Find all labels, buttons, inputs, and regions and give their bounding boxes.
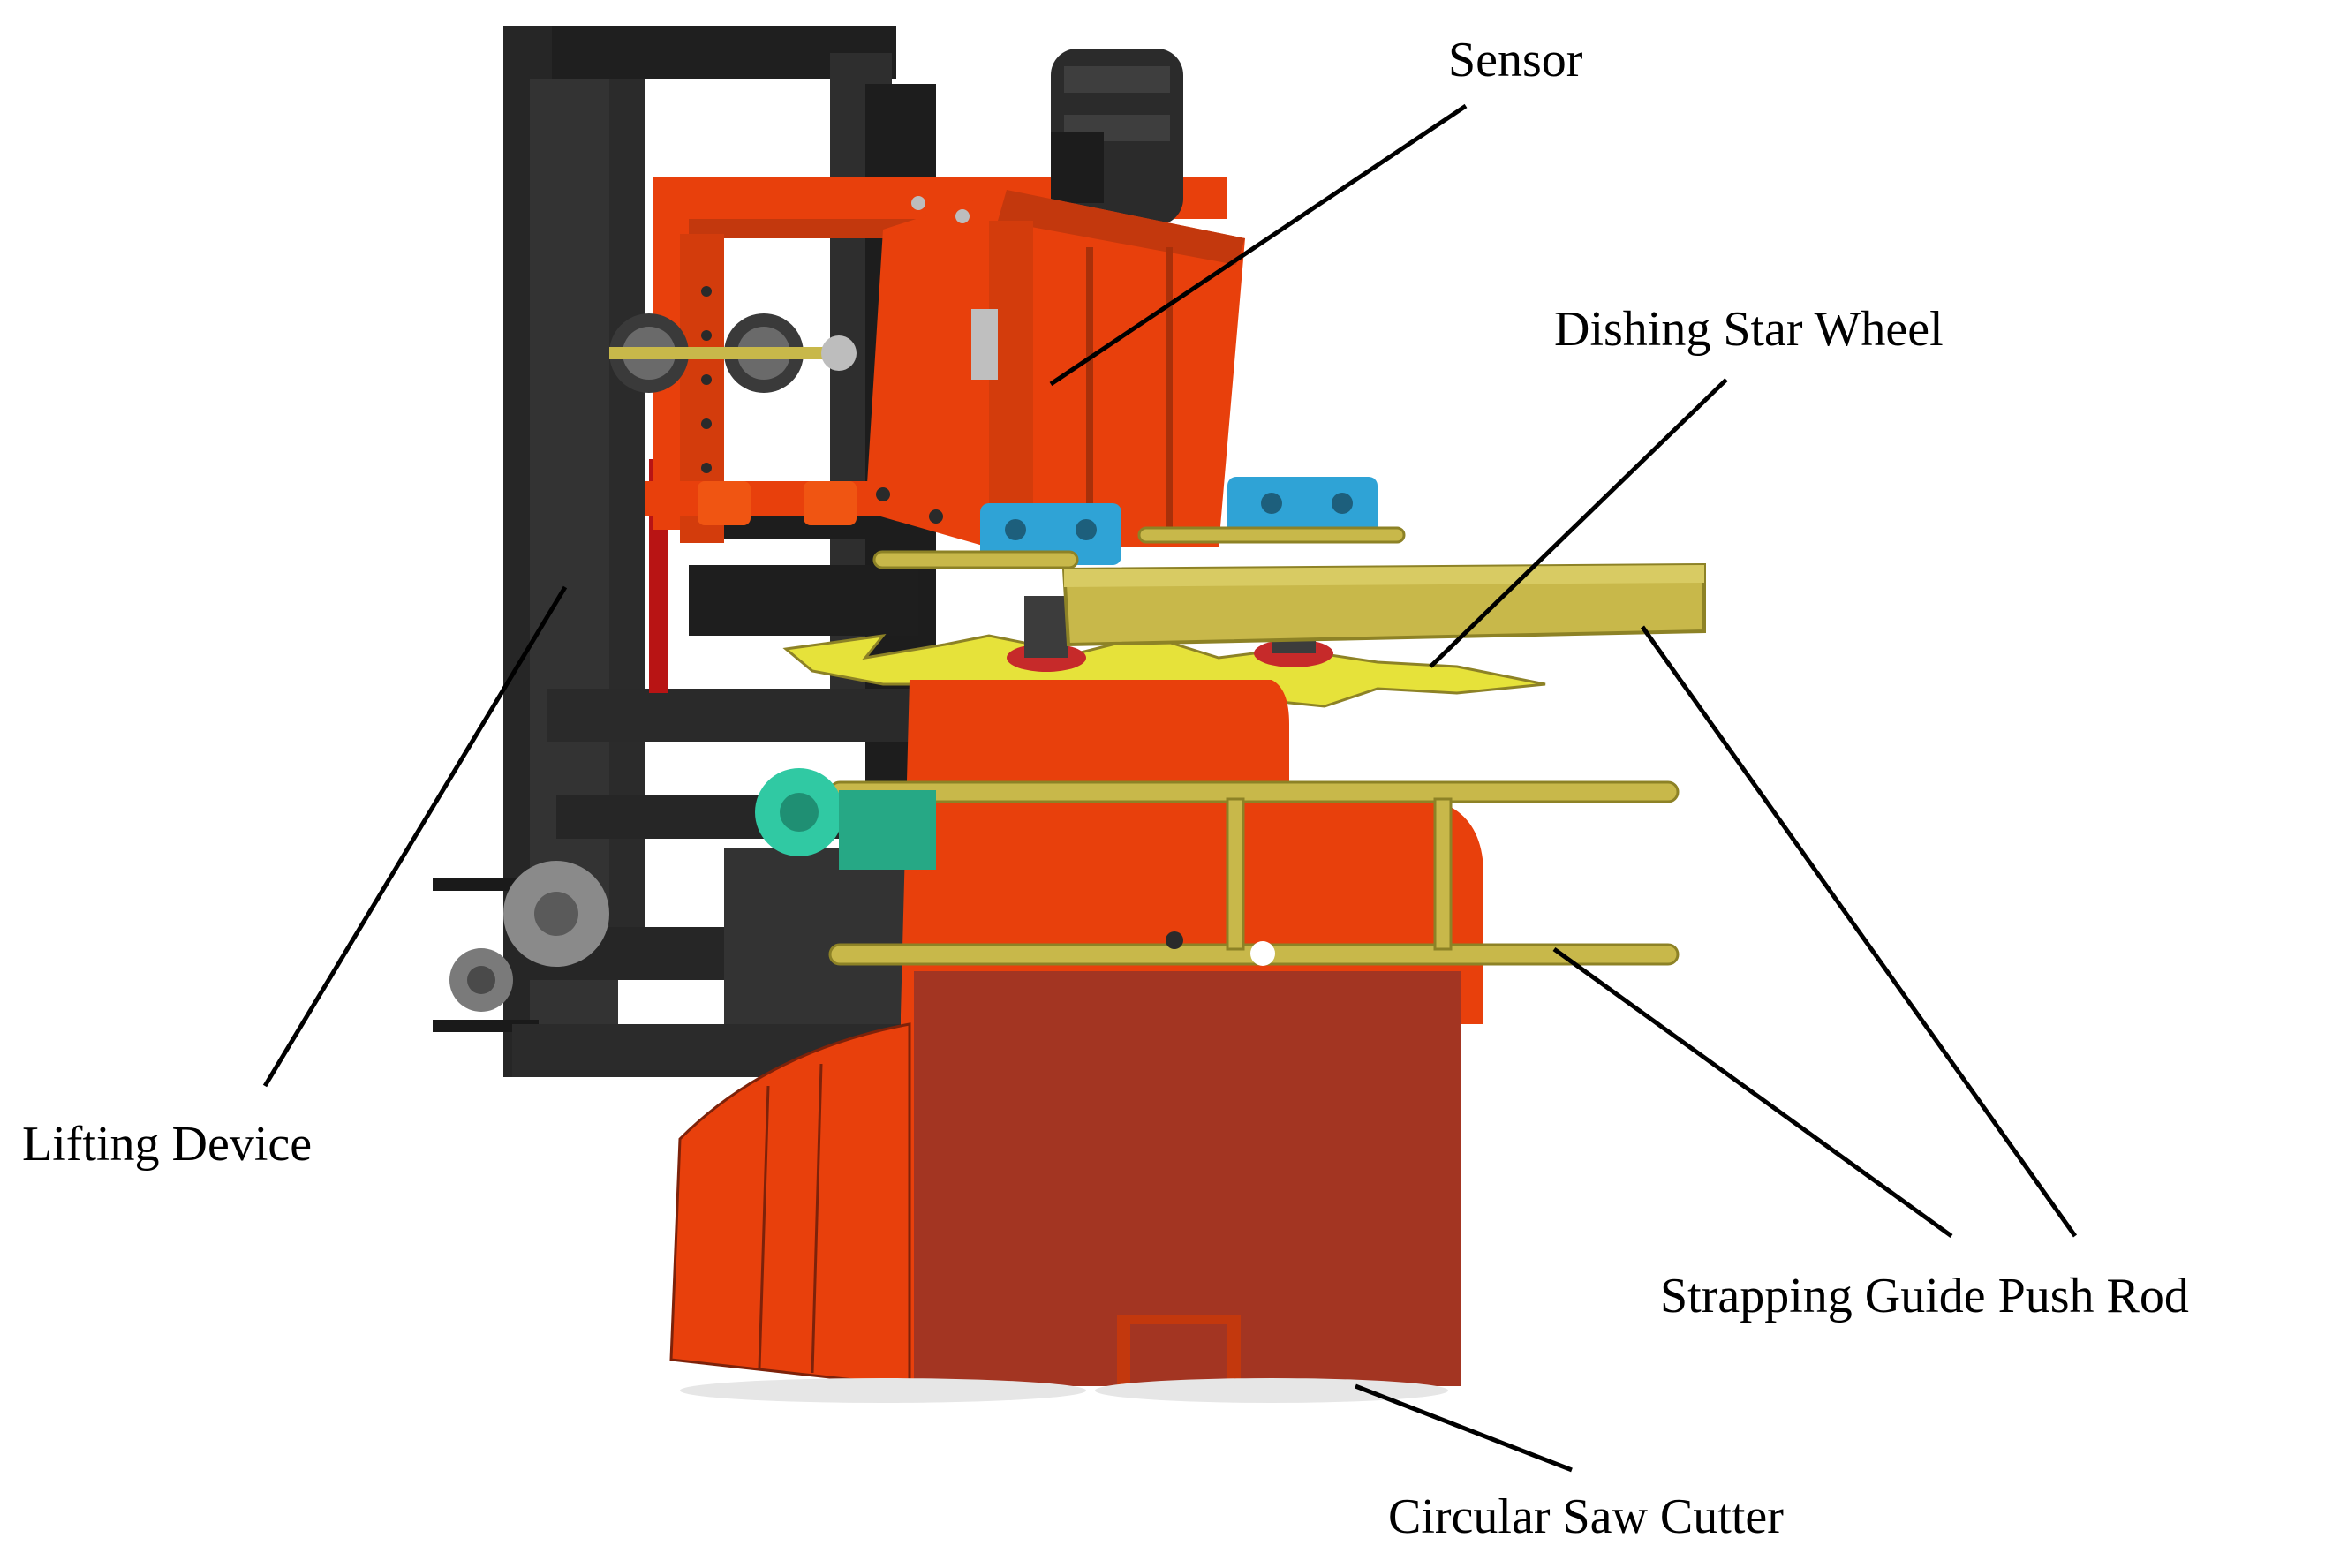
leader-line-sensor: [1049, 103, 1468, 387]
label-circular-saw-cutter: Circular Saw Cutter: [1388, 1489, 1784, 1544]
pulleys: [449, 768, 936, 1012]
label-strapping-guide-push-rod: Strapping Guide Push Rod: [1660, 1269, 2189, 1323]
label-lifting-device: Lifting Device: [22, 1117, 313, 1172]
sensor-assembly: [865, 49, 1245, 547]
label-dishing-star-wheel: Dishing Star Wheel: [1554, 302, 1944, 357]
saw-housing: [669, 680, 1483, 1403]
leader-lines: [262, 103, 2078, 1473]
leader-line-strapping-push-rod-lower: [1552, 946, 1953, 1239]
leader-line-lifting-device: [262, 585, 568, 1088]
guide-rods: [828, 780, 1680, 966]
leader-line-circular-saw-cutter: [1355, 1383, 1573, 1473]
sprocket-assembly: [609, 313, 857, 393]
strapping-guide-push-rod: [872, 526, 1706, 647]
label-sensor: Sensor: [1448, 33, 1583, 87]
leader-line-strapping-push-rod-upper: [1640, 625, 2078, 1238]
leader-line-dishing-star-wheel: [1429, 378, 1728, 668]
bearing-brackets: [980, 477, 1378, 565]
